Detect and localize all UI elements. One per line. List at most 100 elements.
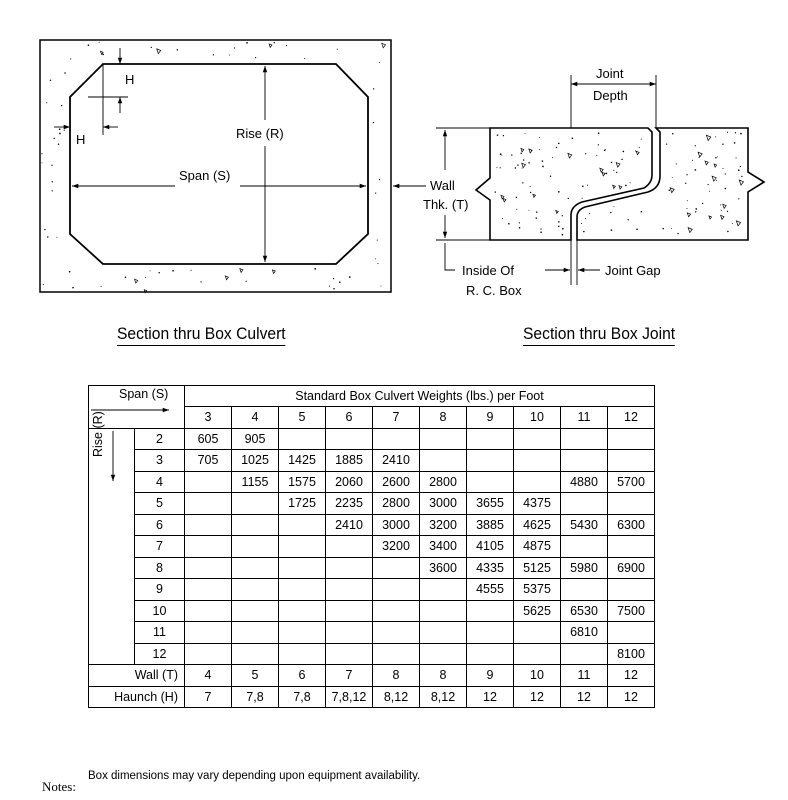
aggregate-mark bbox=[697, 151, 703, 158]
aggregate-dot bbox=[605, 172, 608, 175]
weight-cell: 3200 bbox=[419, 513, 467, 536]
weight-cell bbox=[231, 599, 279, 622]
aggregate-mark bbox=[735, 220, 742, 227]
haunch-value: 8,12 bbox=[372, 685, 420, 708]
aggregate-mark bbox=[738, 179, 745, 186]
aggregate-dot bbox=[610, 161, 613, 164]
joint-caption: Section thru Box Joint bbox=[523, 324, 676, 346]
aggregate-dot bbox=[741, 175, 743, 178]
aggregate-dot bbox=[738, 198, 740, 200]
aggregate-dot bbox=[709, 190, 711, 192]
haunch-dim-left bbox=[54, 64, 118, 135]
weight-cell bbox=[231, 513, 279, 536]
aggregate-dot bbox=[558, 221, 560, 223]
aggregate-dot bbox=[603, 149, 606, 152]
concrete-texture-joint bbox=[494, 131, 745, 236]
aggregate-dot bbox=[589, 213, 591, 215]
aggregate-dot bbox=[517, 164, 519, 166]
wall-thk-label-2: Thk. (T) bbox=[423, 197, 469, 212]
aggregate-dot bbox=[494, 191, 496, 193]
weight-cell bbox=[278, 556, 326, 579]
aggregate-dot bbox=[739, 165, 741, 168]
weight-cell: 2600 bbox=[372, 470, 420, 493]
joint-right-outline bbox=[576, 127, 766, 241]
aggregate-dot bbox=[245, 280, 247, 282]
weight-cell: 4105 bbox=[466, 535, 514, 558]
aggregate-dot bbox=[558, 225, 560, 228]
weight-cell: 5700 bbox=[607, 470, 655, 493]
notes-label: Notes: bbox=[42, 779, 76, 794]
aggregate-dot bbox=[348, 276, 351, 278]
aggregate-dot bbox=[339, 281, 341, 283]
weight-cell: 2060 bbox=[325, 470, 373, 493]
aggregate-dot bbox=[581, 197, 583, 199]
weight-cell bbox=[231, 578, 279, 601]
aggregate-dot bbox=[638, 146, 640, 148]
weight-cell bbox=[184, 578, 232, 601]
aggregate-dot bbox=[518, 227, 521, 229]
aggregate-dot bbox=[722, 167, 724, 169]
weight-cell bbox=[231, 621, 279, 644]
rise-value: 5 bbox=[134, 492, 185, 515]
aggregate-dot bbox=[691, 159, 694, 161]
haunch-value: 7,8,12 bbox=[325, 685, 373, 708]
aggregate-dot bbox=[540, 231, 542, 234]
weight-cell bbox=[278, 535, 326, 558]
aggregate-dot bbox=[372, 88, 375, 90]
wall-value: 12 bbox=[607, 664, 655, 687]
aggregate-mark bbox=[711, 175, 717, 182]
weight-cell: 6300 bbox=[607, 513, 655, 536]
weight-cell: 1025 bbox=[231, 449, 279, 472]
wall-value: 9 bbox=[466, 664, 514, 687]
weight-cell bbox=[278, 427, 326, 450]
weight-cell: 3200 bbox=[372, 535, 420, 558]
span-col-header: 10 bbox=[513, 406, 561, 429]
aggregate-dot bbox=[58, 128, 61, 131]
aggregate-mark bbox=[713, 163, 718, 168]
weight-cell bbox=[325, 578, 373, 601]
aggregate-dot bbox=[518, 222, 520, 224]
aggregate-dot bbox=[675, 163, 677, 165]
weight-cell: 2800 bbox=[419, 470, 467, 493]
aggregate-mark bbox=[268, 43, 273, 49]
weight-cell bbox=[184, 535, 232, 558]
aggregate-dot bbox=[627, 219, 629, 221]
weight-cell: 3600 bbox=[419, 556, 467, 579]
weight-cell: 2410 bbox=[372, 449, 420, 472]
weight-cell bbox=[184, 470, 232, 493]
wall-value: 11 bbox=[560, 664, 608, 687]
aggregate-dot bbox=[535, 211, 538, 213]
aggregate-mark bbox=[687, 227, 693, 234]
weight-cell bbox=[419, 449, 467, 472]
aggregate-dot bbox=[621, 158, 623, 161]
aggregate-dot bbox=[737, 169, 740, 172]
aggregate-mark bbox=[615, 161, 621, 168]
aggregate-dot bbox=[378, 62, 380, 64]
aggregate-dot bbox=[212, 54, 215, 56]
weight-cell bbox=[372, 578, 420, 601]
span-header: Span (S) bbox=[119, 387, 169, 402]
aggregate-dot bbox=[41, 162, 43, 164]
aggregate-dot bbox=[46, 102, 48, 104]
span-arrow bbox=[91, 408, 169, 413]
weight-cell bbox=[419, 427, 467, 450]
aggregate-dot bbox=[722, 143, 724, 145]
joint-gap-label: Joint Gap bbox=[605, 263, 661, 278]
weight-cell bbox=[560, 642, 608, 665]
weight-cell: 705 bbox=[184, 449, 232, 472]
weight-cell bbox=[372, 556, 420, 579]
aggregate-dot bbox=[528, 162, 530, 164]
aggregate-mark bbox=[143, 289, 148, 294]
aggregate-dot bbox=[739, 180, 741, 182]
aggregate-mark bbox=[133, 278, 139, 284]
aggregate-mark bbox=[599, 167, 604, 173]
weight-cell bbox=[231, 556, 279, 579]
aggregate-dot bbox=[51, 190, 53, 192]
aggregate-dot bbox=[372, 121, 375, 124]
aggregate-dot bbox=[51, 164, 53, 166]
weight-cell: 6530 bbox=[560, 599, 608, 622]
